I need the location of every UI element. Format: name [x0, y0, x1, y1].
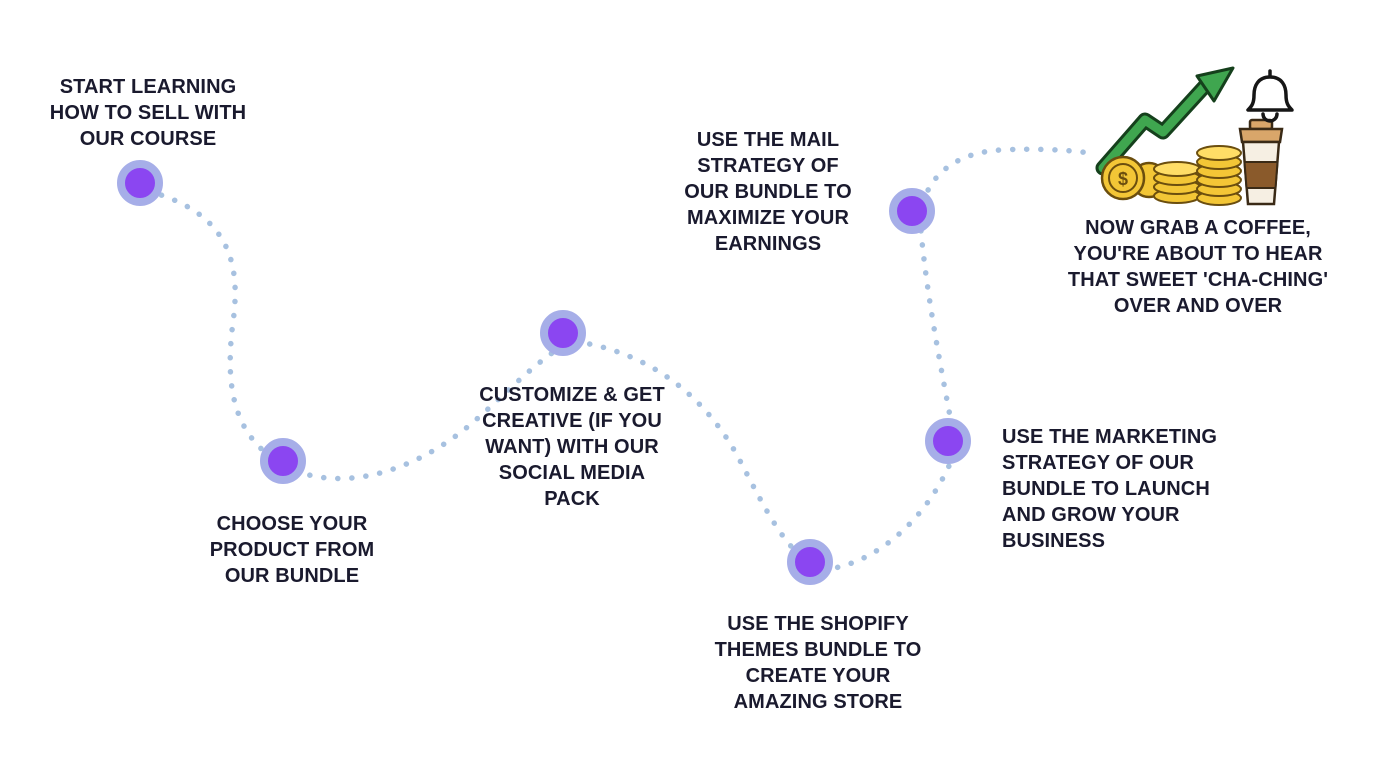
step-node-1: [117, 160, 163, 206]
coffee-cup-icon: [1238, 118, 1284, 206]
step-node-3: [540, 310, 586, 356]
step-node-2: [260, 438, 306, 484]
growth-arrow-icon: [1095, 66, 1235, 176]
coins-icon: $: [1100, 145, 1242, 206]
step-label-3: CUSTOMIZE & GET CREATIVE (IF YOU WANT) W…: [479, 384, 665, 510]
bell-icon: [1246, 69, 1294, 123]
step-label-5: USE THE MARKETING STRATEGY OF OUR BUNDLE…: [1002, 426, 1218, 552]
step-label-4: USE THE SHOPIFY THEMES BUNDLE TO CREATE …: [714, 613, 922, 713]
step-label-1: START LEARNING HOW TO SELL WITH OUR COUR…: [49, 76, 247, 150]
step-node-5: [925, 418, 971, 464]
final-note: NOW GRAB A COFFEE, YOU'RE ABOUT TO HEAR …: [1067, 217, 1329, 317]
step-label-2: CHOOSE YOUR PRODUCT FROM OUR BUNDLE: [209, 513, 375, 587]
success-illustration: $: [1095, 66, 1294, 206]
svg-text:$: $: [1118, 169, 1128, 189]
step-label-6: USE THE MAIL STRATEGY OF OUR BUNDLE TO M…: [684, 129, 852, 255]
step-node-4: [787, 539, 833, 585]
step-node-6: [889, 188, 935, 234]
